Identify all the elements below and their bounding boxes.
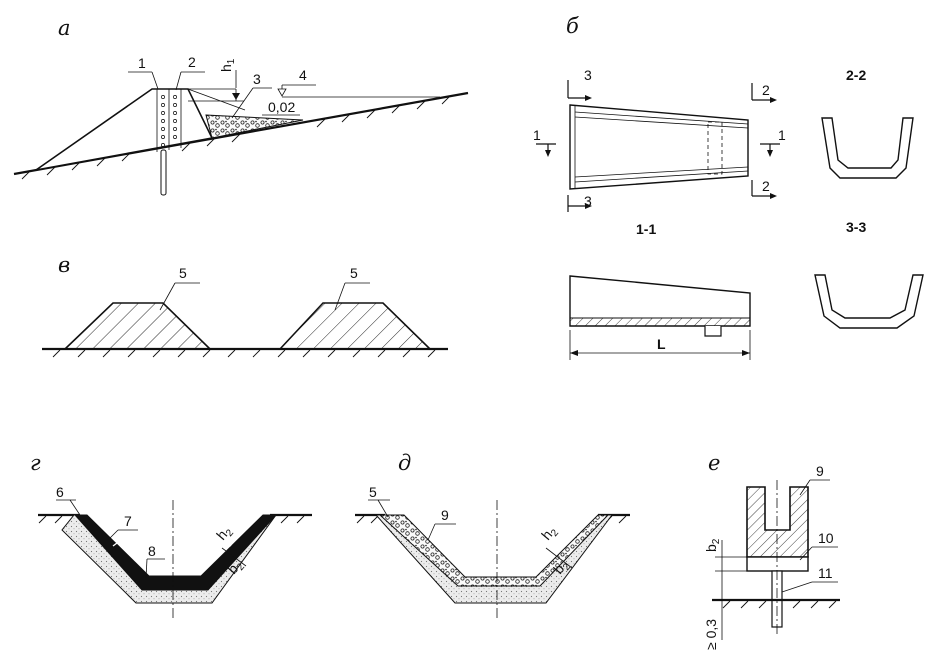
section-label-1-1: 1-1	[636, 221, 656, 237]
section-label-2-2: 2-2	[846, 67, 866, 83]
panel-label-b: б	[566, 14, 579, 38]
panel-label-v: в	[58, 253, 70, 277]
perforated-core-2	[156, 89, 182, 196]
mark-1-right: 1	[778, 127, 786, 143]
panel-g: г 6 7 8 h2 b2	[30, 451, 312, 620]
callout-5-right: 5	[350, 265, 358, 281]
callout-5-left: 5	[179, 265, 187, 281]
panel-b: б 3 3 2 2 1	[533, 14, 924, 360]
mark-3-top: 3	[584, 67, 592, 83]
mark-1-left: 1	[533, 127, 541, 143]
panel-a: а	[13, 16, 469, 196]
dim-b2-e: b2	[703, 538, 722, 552]
section-label-3-3: 3-3	[846, 219, 866, 235]
callout-9-e: 9	[816, 463, 824, 479]
callout-10: 10	[818, 530, 834, 546]
support-slab-10	[746, 556, 809, 572]
cross-section-3-3	[814, 274, 924, 329]
mark-3-bottom: 3	[584, 193, 592, 209]
panel-label-a: а	[58, 16, 71, 40]
callout-9-d: 9	[441, 507, 449, 523]
dim-h2-d: h2	[538, 522, 561, 545]
panel-label-g: г	[30, 451, 41, 475]
cross-section-2-2	[821, 117, 914, 179]
panel-v: в 5 5	[42, 253, 448, 358]
rubble-filter-3	[205, 114, 304, 139]
slope-value: 0,02	[268, 99, 295, 115]
section-marks-plan: 3 3 2 2 1 1	[533, 67, 786, 212]
callout-7: 7	[124, 513, 132, 529]
callout-2: 2	[188, 54, 196, 70]
panel-d: д 5 9 h2 b2	[355, 451, 630, 620]
tray-joint-tooth	[704, 326, 722, 337]
u-tray-9	[746, 486, 809, 558]
ground-ticks-e	[722, 600, 837, 609]
ground-ticks-v	[52, 349, 436, 358]
panel-label-d: д	[398, 451, 411, 475]
joint-socket-dashed	[707, 121, 723, 175]
stone-lining-9	[378, 514, 610, 587]
callout-5-d: 5	[369, 484, 377, 500]
earth-berm-right	[278, 302, 432, 350]
dim-min-depth: ≥ 0,3	[703, 619, 719, 650]
concrete-lining-7	[73, 514, 278, 591]
tray-bottom-hatched	[569, 317, 751, 327]
upstream-slope-line	[187, 88, 246, 111]
panel-e: е b2 ≥ 0,3 9 10 11	[703, 451, 840, 650]
callout-8: 8	[148, 543, 156, 559]
level-arrow-h1	[232, 93, 240, 100]
callout-6: 6	[56, 484, 64, 500]
dim-h2-g: h2	[213, 522, 236, 545]
mark-2-top: 2	[762, 82, 770, 98]
dim-h1: h1	[218, 58, 237, 72]
ground-ticks-a	[21, 95, 451, 180]
dim-length-L: L	[657, 336, 666, 352]
callout-4: 4	[299, 67, 307, 83]
panel-label-e: е	[708, 451, 720, 475]
callout-11: 11	[818, 565, 833, 581]
tray-plan-view	[569, 104, 749, 190]
callout-1: 1	[138, 55, 146, 71]
embankment-1	[35, 88, 214, 171]
mark-2-bottom: 2	[762, 178, 770, 194]
ground-ticks-g	[38, 515, 305, 524]
earth-berm-left	[63, 302, 212, 350]
callout-3: 3	[253, 71, 261, 87]
